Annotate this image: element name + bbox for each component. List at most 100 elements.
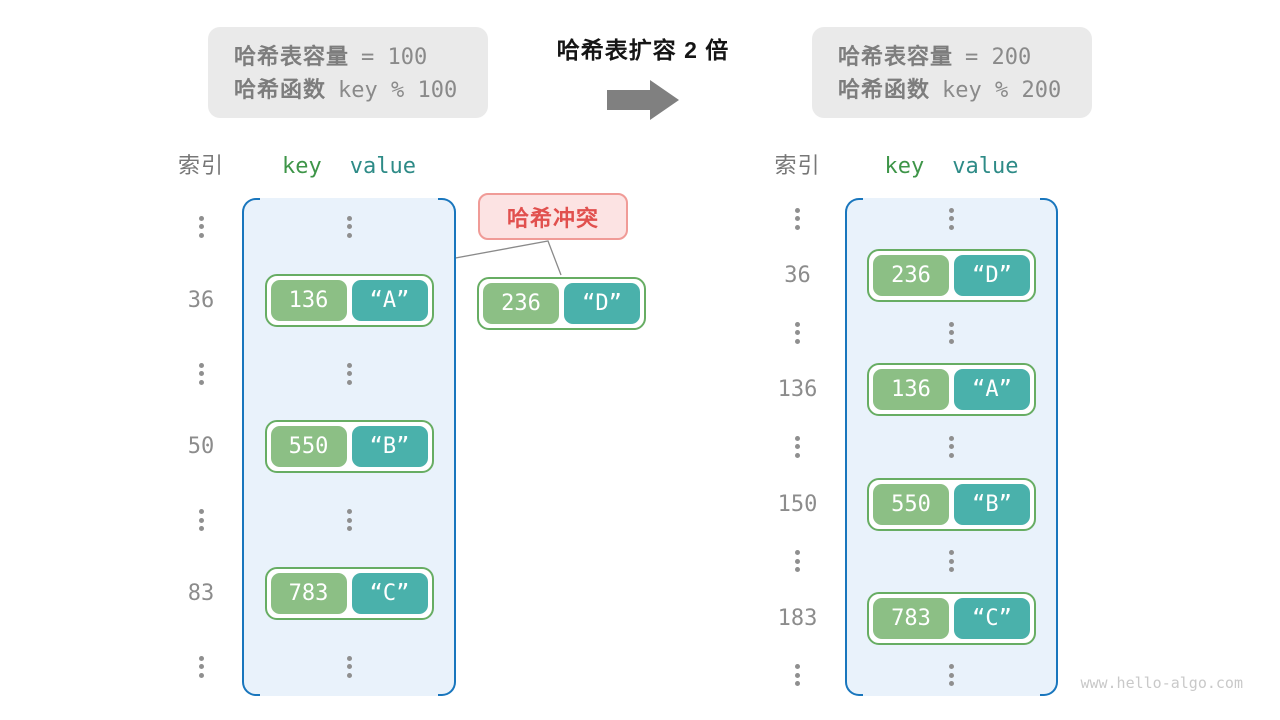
index-cell — [160, 215, 242, 238]
index-cell — [750, 550, 845, 573]
ellipsis-dots-icon — [795, 435, 800, 458]
key-value-header: key value — [845, 154, 1058, 179]
bucket-cell: 783“C” — [845, 591, 1058, 645]
key-value-pair: 136“A” — [867, 363, 1036, 417]
ellipsis-dots-icon — [346, 215, 352, 238]
ellipsis-dots-icon — [346, 509, 352, 532]
ellipsis-dots-icon — [795, 550, 800, 573]
ellipsis-dots-icon — [949, 207, 954, 230]
table-row — [160, 509, 456, 532]
capacity-line: 哈希表容量 = 100 — [234, 40, 488, 73]
key-value-header: key value — [242, 154, 456, 179]
table-row — [750, 550, 1058, 573]
index-header: 索引 — [774, 153, 821, 178]
capacity-label: 哈希表容量 — [234, 44, 350, 69]
index-cell: 150 — [777, 491, 818, 517]
hash-collision-badge: 哈希冲突 — [478, 193, 628, 240]
bucket-cell: 550“B” — [845, 477, 1058, 531]
value-header: value — [952, 154, 1019, 179]
value-box: “A” — [351, 279, 428, 321]
table-row — [750, 207, 1058, 230]
bucket-cell — [242, 509, 456, 532]
column-header: 索引 key value — [160, 148, 456, 180]
key-box: 236 — [483, 283, 559, 324]
bucket-cell — [845, 321, 1058, 344]
key-value-pair: 783“C” — [264, 567, 434, 621]
hash-function-value: key % 200 — [942, 78, 1062, 103]
table-row — [160, 362, 456, 385]
ellipsis-dots-icon — [198, 509, 204, 532]
table-row — [750, 435, 1058, 458]
index-cell: 36 — [187, 287, 215, 313]
capacity-value: = 100 — [361, 45, 428, 70]
table-row: 183 783“C” — [750, 591, 1058, 645]
bucket-cell — [845, 207, 1058, 230]
value-box: “C” — [351, 573, 428, 615]
ellipsis-dots-icon — [198, 655, 204, 678]
ellipsis-dots-icon — [795, 664, 800, 687]
value-header: value — [349, 154, 416, 179]
table-row — [160, 655, 456, 678]
bucket-cell: 236“D” — [845, 249, 1058, 303]
bucket-cell — [845, 664, 1058, 687]
diagram-title: 哈希表扩容 2 倍 — [556, 37, 730, 63]
index-cell: 83 — [187, 581, 215, 607]
ellipsis-dots-icon — [198, 362, 204, 385]
ellipsis-dots-icon — [346, 655, 352, 678]
bucket-cell: 783“C” — [242, 567, 456, 621]
bucket-cell: 136“A” — [242, 273, 456, 327]
index-cell — [750, 435, 845, 458]
index-cell — [750, 321, 845, 344]
bucket-cell — [845, 435, 1058, 458]
hash-function-line: 哈希函数 key % 200 — [838, 73, 1092, 106]
key-value-pair: 783“C” — [867, 591, 1036, 645]
key-header: key — [282, 154, 322, 179]
resize-arrow-icon — [607, 80, 679, 120]
key-value-pair: 236“D” — [867, 249, 1036, 303]
bucket-cell — [242, 215, 456, 238]
ellipsis-dots-icon — [346, 362, 352, 385]
index-cell: 183 — [777, 605, 818, 631]
hash-function-label: 哈希函数 — [838, 77, 931, 102]
key-box: 550 — [270, 426, 347, 468]
bucket-cell — [845, 550, 1058, 573]
index-cell — [750, 207, 845, 230]
table-row: 36 136“A” — [160, 273, 456, 327]
index-header: 索引 — [177, 153, 224, 178]
ellipsis-dots-icon — [949, 321, 954, 344]
external-colliding-pair: 236“D” — [477, 277, 646, 330]
ellipsis-dots-icon — [949, 550, 954, 573]
hash-function-label: 哈希函数 — [234, 77, 327, 102]
table-row — [750, 664, 1058, 687]
key-value-pair: 136“A” — [264, 273, 434, 327]
value-box: “B” — [351, 426, 428, 468]
table-row: 150 550“B” — [750, 477, 1058, 531]
bucket-cell — [242, 362, 456, 385]
info-box-after-resize: 哈希表容量 = 200 哈希函数 key % 200 — [812, 27, 1092, 118]
value-box: “C” — [954, 597, 1030, 639]
hash-function-line: 哈希函数 key % 100 — [234, 73, 488, 106]
key-value-pair: 236“D” — [477, 277, 646, 330]
key-box: 236 — [873, 255, 949, 297]
index-cell — [160, 655, 242, 678]
hash-function-value: key % 100 — [338, 78, 458, 103]
key-box: 136 — [873, 369, 949, 411]
capacity-label: 哈希表容量 — [838, 44, 954, 69]
ellipsis-dots-icon — [949, 435, 954, 458]
index-cell — [160, 362, 242, 385]
index-cell — [160, 509, 242, 532]
bucket-cell — [242, 655, 456, 678]
key-box: 783 — [873, 597, 949, 639]
bucket-cell: 550“B” — [242, 420, 456, 474]
info-box-before-resize: 哈希表容量 = 100 哈希函数 key % 100 — [208, 27, 488, 118]
capacity-value: = 200 — [965, 45, 1032, 70]
index-cell — [750, 664, 845, 687]
